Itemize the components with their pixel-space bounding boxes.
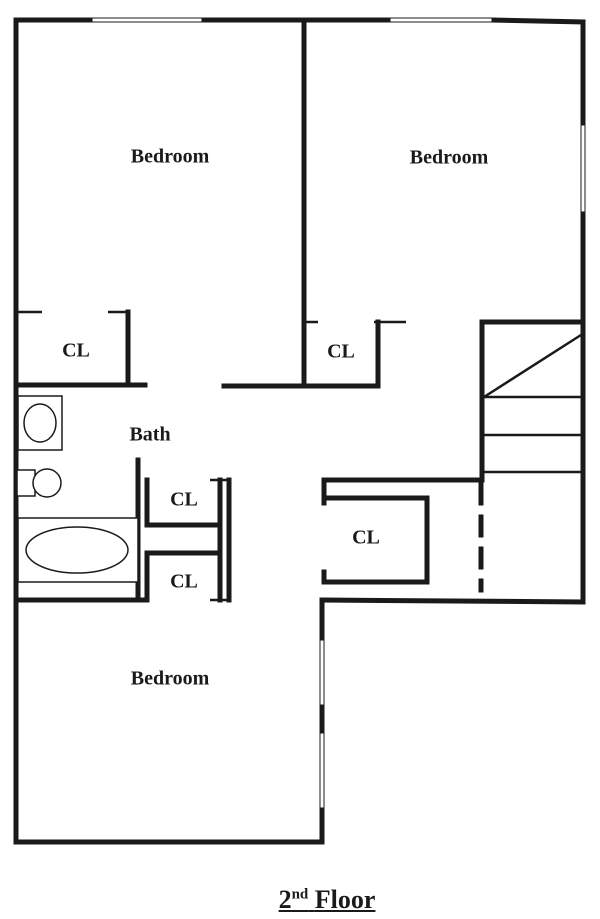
stairs	[483, 333, 582, 474]
room-label-bedroom: Bedroom	[130, 667, 210, 690]
room-label-closet: CL	[327, 340, 355, 363]
room-label-bath: Bath	[129, 423, 171, 446]
bathtub-basin	[25, 526, 129, 574]
room-label-closet: CL	[62, 339, 90, 362]
room-label-bedroom: Bedroom	[409, 146, 489, 169]
bath-fixtures	[16, 395, 139, 583]
interior-walls	[15, 19, 586, 603]
floor-title: 2nd Floor	[279, 885, 376, 915]
floor-number-suffix: nd	[291, 886, 309, 903]
sink-basin	[23, 403, 57, 443]
toilet-bowl	[32, 468, 62, 498]
floor-number: 2	[278, 885, 292, 914]
exterior-walls	[13, 17, 586, 845]
room-label-closet: CL	[170, 488, 198, 511]
room-label-bedroom: Bedroom	[130, 145, 210, 168]
room-label-closet: CL	[170, 570, 198, 593]
floor-title-text: Floor	[314, 885, 376, 914]
room-label-closet: CL	[352, 526, 380, 549]
windows	[91, 17, 586, 809]
